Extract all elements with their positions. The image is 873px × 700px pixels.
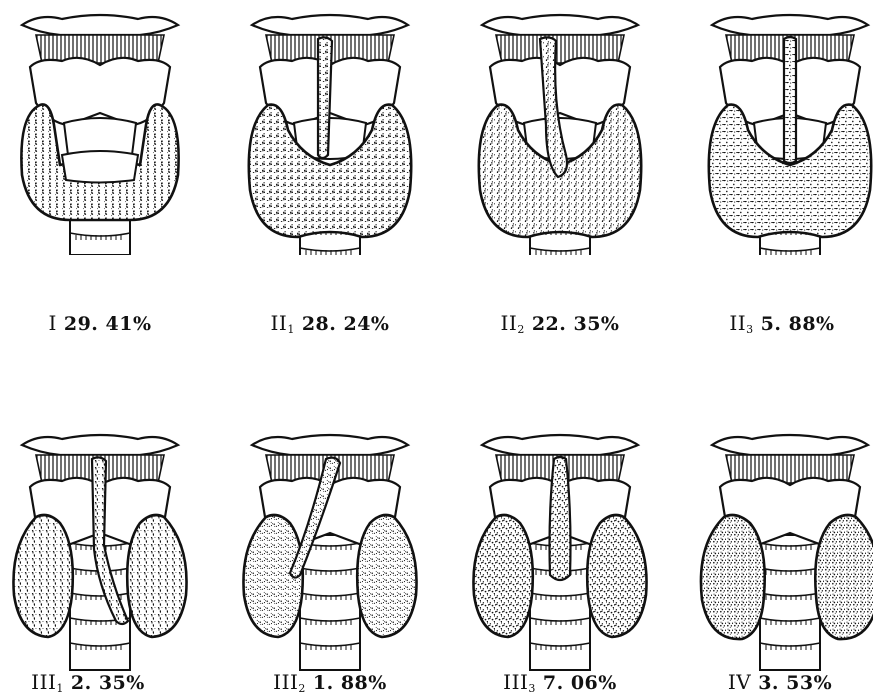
thyroid-illustration-II3 — [690, 5, 873, 255]
thyrohyoid-membrane — [726, 455, 854, 483]
hyoid-bone — [482, 15, 638, 35]
thyroid-illustration-I — [0, 5, 200, 255]
thyroid-illustration-III2 — [230, 425, 430, 675]
thyroid-left-lobe — [701, 515, 765, 639]
pyramidal-lobe — [550, 457, 571, 580]
thyroid-left-lobe — [473, 515, 532, 637]
thyroid-illustration-II2 — [460, 5, 660, 255]
hyoid-bone — [252, 15, 408, 35]
thyrohyoid-membrane — [36, 35, 164, 63]
thyroid-illustration-II1 — [230, 5, 430, 255]
thyroid-right-lobe — [127, 515, 186, 637]
hyoid-bone — [482, 435, 638, 455]
hyoid-bone — [712, 435, 868, 455]
hyoid-bone — [252, 435, 408, 455]
thyrohyoid-membrane — [496, 35, 624, 63]
thyroid-right-lobe — [815, 515, 873, 639]
pyramidal-lobe — [784, 37, 796, 163]
thyroid-illustration-III1 — [0, 425, 200, 675]
thyroid-left-lobe — [13, 515, 72, 637]
hyoid-bone — [22, 435, 178, 455]
thyroid-right-lobe — [587, 515, 646, 637]
thyroid-illustration-IV — [690, 425, 873, 675]
thyroid-illustration-III3 — [460, 425, 660, 675]
hyoid-bone — [712, 15, 868, 35]
thyroid-right-lobe — [357, 515, 416, 637]
hyoid-bone — [22, 15, 178, 35]
